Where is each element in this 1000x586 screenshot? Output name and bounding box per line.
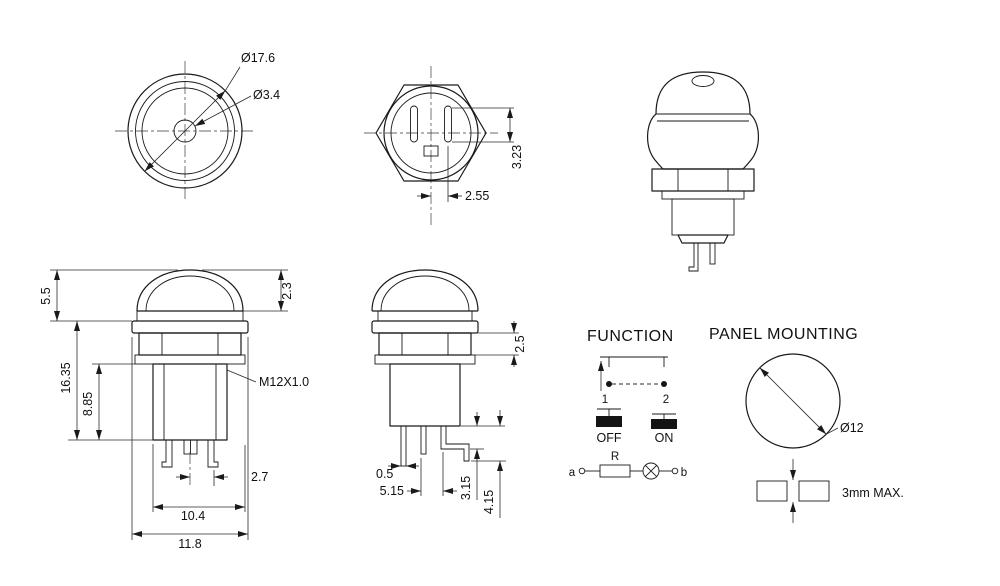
rear-view: 3.23 2.55 bbox=[364, 66, 524, 226]
panel-mounting-diagram: PANEL MOUNTING Ø12 3mm MAX. bbox=[709, 326, 904, 523]
dim-dome-height: 2.3 bbox=[280, 282, 294, 299]
terminal-node-b bbox=[671, 467, 679, 475]
label-position-2: 2 bbox=[663, 394, 669, 406]
dim-nut-height: 2.5 bbox=[513, 335, 527, 352]
resistor-symbol bbox=[599, 464, 631, 478]
mounting-hole-circle bbox=[745, 353, 841, 449]
label-on: ON bbox=[655, 431, 674, 445]
dim-pin-spacing: 5.15 bbox=[380, 484, 404, 498]
dim-cap-height: 5.5 bbox=[39, 287, 53, 304]
hex-nut bbox=[378, 332, 472, 356]
front-view: Ø17.6 Ø3.4 bbox=[115, 51, 280, 201]
dim-front-inner-diameter: Ø3.4 bbox=[253, 88, 280, 102]
bezel-outer-circle bbox=[127, 73, 243, 189]
label-thread-spec: M12X1.0 bbox=[259, 375, 309, 389]
terminal-slot-bottom bbox=[423, 145, 439, 157]
button-dome bbox=[371, 269, 479, 312]
circuit-schematic: a R b bbox=[569, 451, 687, 480]
dim-pin-length-long: 4.15 bbox=[482, 490, 496, 514]
dim-rear-terminal-height: 3.23 bbox=[510, 145, 524, 169]
side-profile-view: 2.5 0.5 5.15 3.15 4.15 bbox=[371, 269, 527, 518]
hex-nut-outline bbox=[375, 84, 487, 182]
flange bbox=[131, 320, 249, 334]
dim-pin-offset: 2.7 bbox=[251, 470, 268, 484]
dim-pin-width: 0.5 bbox=[376, 467, 393, 481]
perspective-view bbox=[647, 71, 759, 272]
dim-panel-hole-diameter: Ø12 bbox=[840, 421, 864, 435]
dim-thread-length: 8.85 bbox=[81, 392, 95, 416]
dome-top-detail bbox=[691, 75, 715, 87]
dim-pin-length-short: 3.15 bbox=[459, 476, 473, 500]
function-title: FUNCTION bbox=[587, 328, 674, 345]
label-position-1: 1 bbox=[602, 394, 608, 406]
section-view: 5.5 16.35 8.85 2.3 M12X1.0 2.7 10.4 11.8 bbox=[39, 269, 309, 551]
terminal-pin bbox=[688, 242, 699, 272]
button-dome bbox=[655, 71, 751, 115]
contact-dot-1 bbox=[606, 381, 612, 387]
label-off: OFF bbox=[597, 431, 622, 445]
terminal-pin bbox=[709, 242, 716, 265]
label-terminal-b: b bbox=[681, 467, 687, 479]
label-terminal-a: a bbox=[569, 467, 576, 479]
function-diagram: FUNCTION 1 2 OFF ON a R bbox=[569, 328, 687, 480]
label-panel-thickness: 3mm MAX. bbox=[842, 486, 904, 500]
dim-front-outer-diameter: Ø17.6 bbox=[241, 51, 275, 65]
label-resistor: R bbox=[611, 451, 619, 463]
panel-section-right bbox=[798, 480, 830, 502]
hex-nut bbox=[138, 332, 242, 356]
bent-terminal-pin bbox=[440, 425, 470, 462]
terminal-slot-right bbox=[444, 105, 452, 143]
button-dome bbox=[136, 269, 244, 312]
lock-washer bbox=[661, 190, 745, 200]
on-button-symbol bbox=[651, 413, 677, 429]
dim-flange-od: 11.8 bbox=[178, 537, 201, 551]
terminal-pin bbox=[161, 440, 173, 468]
lock-washer bbox=[134, 354, 246, 365]
terminal-pin bbox=[207, 440, 219, 468]
terminal-pin bbox=[420, 425, 427, 455]
dim-body-height: 16.35 bbox=[59, 362, 73, 393]
panel-mounting-title: PANEL MOUNTING bbox=[709, 326, 858, 343]
off-button-symbol bbox=[596, 408, 622, 427]
lock-washer bbox=[374, 354, 476, 365]
terminal-pin bbox=[400, 425, 407, 467]
contact-dot-2 bbox=[661, 381, 667, 387]
terminal-slot-left bbox=[410, 105, 418, 143]
dim-rear-terminal-offset: 2.55 bbox=[465, 189, 489, 203]
terminal-node-a bbox=[578, 467, 586, 475]
threaded-body bbox=[389, 363, 461, 427]
dim-thread-od: 10.4 bbox=[181, 509, 205, 523]
flange bbox=[371, 320, 479, 334]
threaded-bushing bbox=[671, 198, 735, 236]
hex-nut bbox=[651, 168, 755, 192]
panel-section-left bbox=[756, 480, 788, 502]
